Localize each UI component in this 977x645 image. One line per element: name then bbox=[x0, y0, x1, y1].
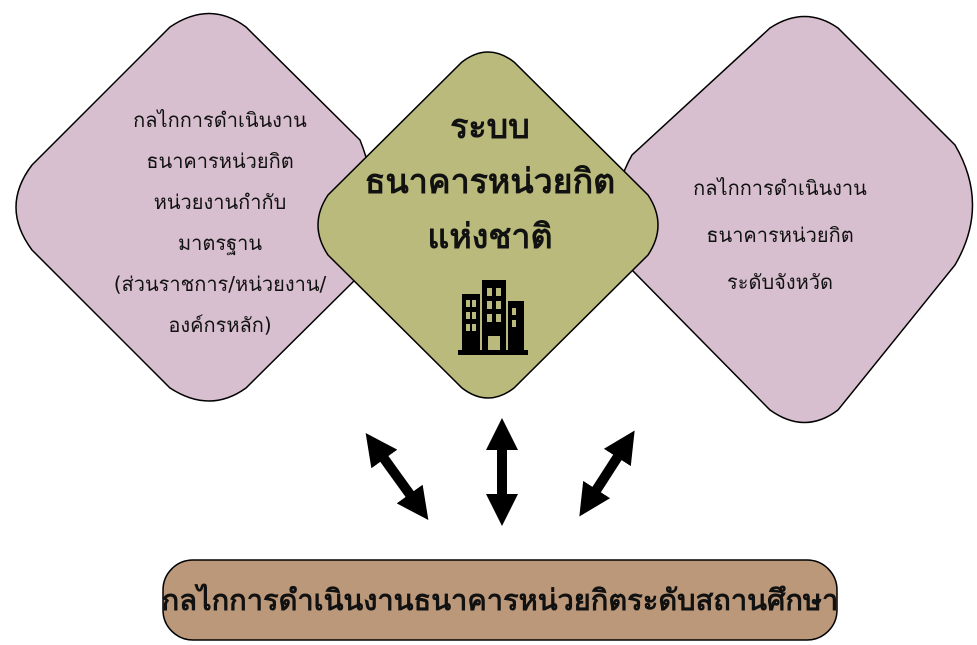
bottom-box bbox=[162, 559, 838, 641]
right-line: กลไกการดำเนินงาน bbox=[693, 176, 867, 200]
left-line: มาตรฐาน bbox=[177, 231, 263, 255]
left-line: หน่วยงานกำกับ bbox=[153, 190, 287, 214]
left-node-text: กลไกการดำเนินงาน ธนาคารหน่วยกิต หน่วยงาน… bbox=[95, 100, 345, 346]
left-line: องค์กรหลัก) bbox=[168, 313, 272, 337]
building-icon bbox=[458, 280, 528, 355]
right-line: ธนาคารหน่วยกิต bbox=[706, 223, 854, 247]
right-double-arrow-icon bbox=[579, 430, 635, 517]
right-node-text: กลไกการดำเนินงาน ธนาคารหน่วยกิต ระดับจัง… bbox=[655, 165, 905, 306]
center-line: แห่งชาติ bbox=[427, 217, 553, 257]
center-line: ระบบ bbox=[450, 107, 530, 147]
center-diamond bbox=[317, 51, 659, 399]
left-line: ธนาคารหน่วยกิต bbox=[146, 149, 294, 173]
bottom-node-label: กลไกการดำเนินงานธนาคารหน่วยกิตระดับสถานศ… bbox=[161, 583, 839, 617]
right-line: ระดับจังหวัด bbox=[726, 270, 834, 294]
left-line: กลไกการดำเนินงาน bbox=[133, 108, 307, 132]
center-node-text: ระบบ ธนาคารหน่วยกิต แห่งชาติ bbox=[335, 100, 645, 265]
left-double-arrow-icon bbox=[365, 433, 429, 520]
left-line: (ส่วนราชการ/หน่วยงาน/ bbox=[113, 272, 327, 296]
center-line: ธนาคารหน่วยกิต bbox=[364, 162, 616, 202]
